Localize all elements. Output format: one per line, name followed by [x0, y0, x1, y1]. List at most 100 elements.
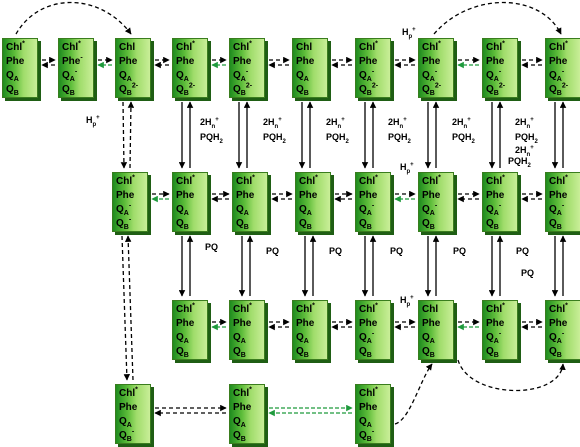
qa-label: QA-: [486, 68, 502, 83]
qa-label: QA-: [233, 68, 249, 83]
chl-label: Chl*: [116, 174, 135, 187]
chl-label: Chl*: [359, 386, 378, 399]
qa-label: QA: [233, 416, 246, 429]
chl-label: Chl*: [422, 174, 441, 187]
pqh2-label: PQH2: [326, 132, 349, 145]
arc-arrow-bottom-link: [394, 363, 433, 425]
qb-label: QB: [296, 84, 309, 97]
chl-label: Chl*: [233, 302, 252, 315]
qb-label: QB: [236, 218, 249, 231]
qb-label: QB: [6, 84, 19, 97]
qa-label: QA: [6, 70, 19, 83]
qb-label: QB2-: [176, 82, 196, 97]
arc-arrow-top-left: [15, 2, 132, 35]
proton-label: Hp+: [402, 27, 416, 40]
qa-label: QA-: [359, 68, 375, 83]
chl-label: Chl*: [176, 302, 195, 315]
pqh2-label: PQH2: [452, 132, 475, 145]
qb-label: QB: [176, 346, 189, 359]
chl-label: Chl*: [62, 40, 81, 53]
qa-label: QA: [422, 332, 435, 345]
chl-label: Chl*: [359, 174, 378, 187]
arc-arrow-bottom-right: [457, 359, 566, 392]
phe-label: Phe: [359, 56, 378, 67]
chl-label: Chl*: [176, 174, 195, 187]
qb-label: QB: [422, 346, 435, 359]
qa-label: QA: [119, 70, 132, 83]
qb-label: QB2-: [486, 82, 506, 97]
qb-label: QB: [359, 218, 372, 231]
chl-label: Chl: [422, 304, 439, 315]
qb-label: QB: [233, 346, 246, 359]
phe-label: Phe: [119, 56, 138, 67]
phe-label: Phe: [116, 190, 135, 201]
state-box: Chl*Phe-QA-QB: [58, 38, 94, 98]
phe-label: Phe: [359, 318, 378, 329]
pq-label: PQ: [516, 246, 530, 256]
phe-label: Phe: [233, 56, 252, 67]
phe-label: Phe: [236, 190, 255, 201]
phe-label: Phe: [296, 318, 315, 329]
qa-label: QA: [359, 416, 372, 429]
phe-label: Phe: [176, 318, 195, 329]
transition-arrow: [124, 235, 134, 381]
pq-label: PQ: [329, 246, 343, 256]
pqh2-label: PQH2: [263, 132, 286, 145]
qa-label: QA: [296, 70, 309, 83]
twoh-label: 2Hn+: [515, 145, 534, 158]
chl-label: Chl*: [236, 174, 255, 187]
proton-label: Hp+: [400, 162, 414, 175]
twoh-label: 2Hn+: [452, 117, 471, 130]
pqh2-label: PQH2: [508, 156, 531, 169]
chl-label: Chl*: [549, 174, 568, 187]
phe-label: Phe: [422, 318, 441, 329]
phe-label: Phe: [549, 56, 568, 67]
pq-label: PQ: [266, 246, 280, 256]
phe-label: Phe: [299, 190, 318, 201]
qb-label: QB: [422, 218, 435, 231]
chl-label: Chl*: [486, 40, 505, 53]
twoh-label: 2Hn+: [326, 117, 345, 130]
qb-label: QB-: [119, 428, 135, 443]
arc-arrow-top-right: [433, 1, 562, 35]
qa-label: QA: [233, 332, 246, 345]
phe-label: Phe: [486, 318, 505, 329]
chl-label: Chl: [119, 42, 136, 53]
phe-label: Phe: [359, 190, 378, 201]
qb-label: QB2-: [233, 82, 253, 97]
pqh2-label: PQH2: [515, 132, 538, 145]
qa-label: QA-: [549, 68, 565, 83]
chl-label: Chl*: [486, 174, 505, 187]
qb-label: QB: [549, 218, 562, 231]
qb-label: QB2-: [119, 82, 139, 97]
qa-label: QA-: [359, 202, 375, 217]
transition-arrow: [127, 101, 135, 169]
qa-label: QA-: [549, 202, 565, 217]
qb-label: QB-: [116, 216, 132, 231]
qb-label: QB: [359, 346, 372, 359]
qa-label: QA-: [359, 330, 375, 345]
chl-label: Chl*: [296, 302, 315, 315]
chl-label: Chl: [296, 42, 313, 53]
qb-label: QB: [62, 84, 75, 97]
phe-label: Phe: [233, 318, 252, 329]
